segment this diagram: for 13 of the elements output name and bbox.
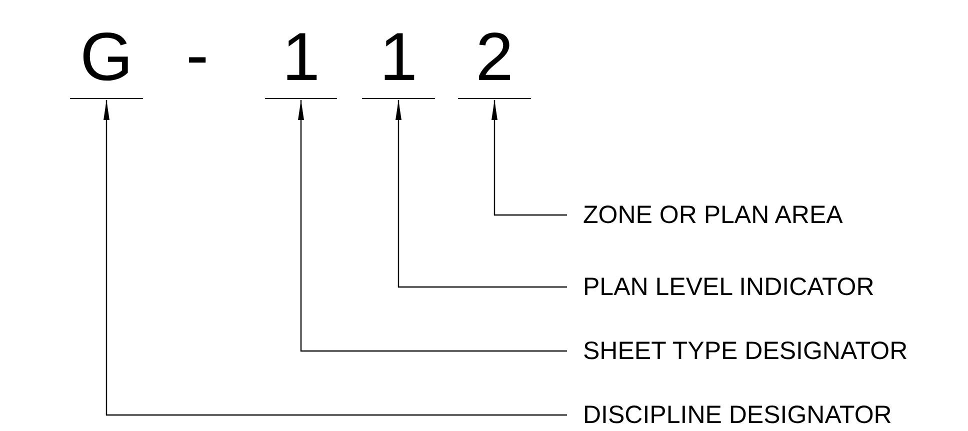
code-character: 1 xyxy=(265,20,337,99)
code-character: 1 xyxy=(362,20,435,99)
designator-label: PLAN LEVEL INDICATOR xyxy=(567,272,874,302)
code-character: 2 xyxy=(458,20,531,99)
leader-line xyxy=(492,100,567,216)
separator-dash: - xyxy=(186,16,209,94)
leader-line xyxy=(104,100,567,416)
designator-label: ZONE OR PLAN AREA xyxy=(567,200,843,230)
leader-line xyxy=(298,100,567,352)
designator-label: SHEET TYPE DESIGNATOR xyxy=(567,336,908,366)
code-character: G xyxy=(70,20,143,99)
leader-line xyxy=(396,100,567,288)
designator-label: DISCIPLINE DESIGNATOR xyxy=(567,400,892,430)
